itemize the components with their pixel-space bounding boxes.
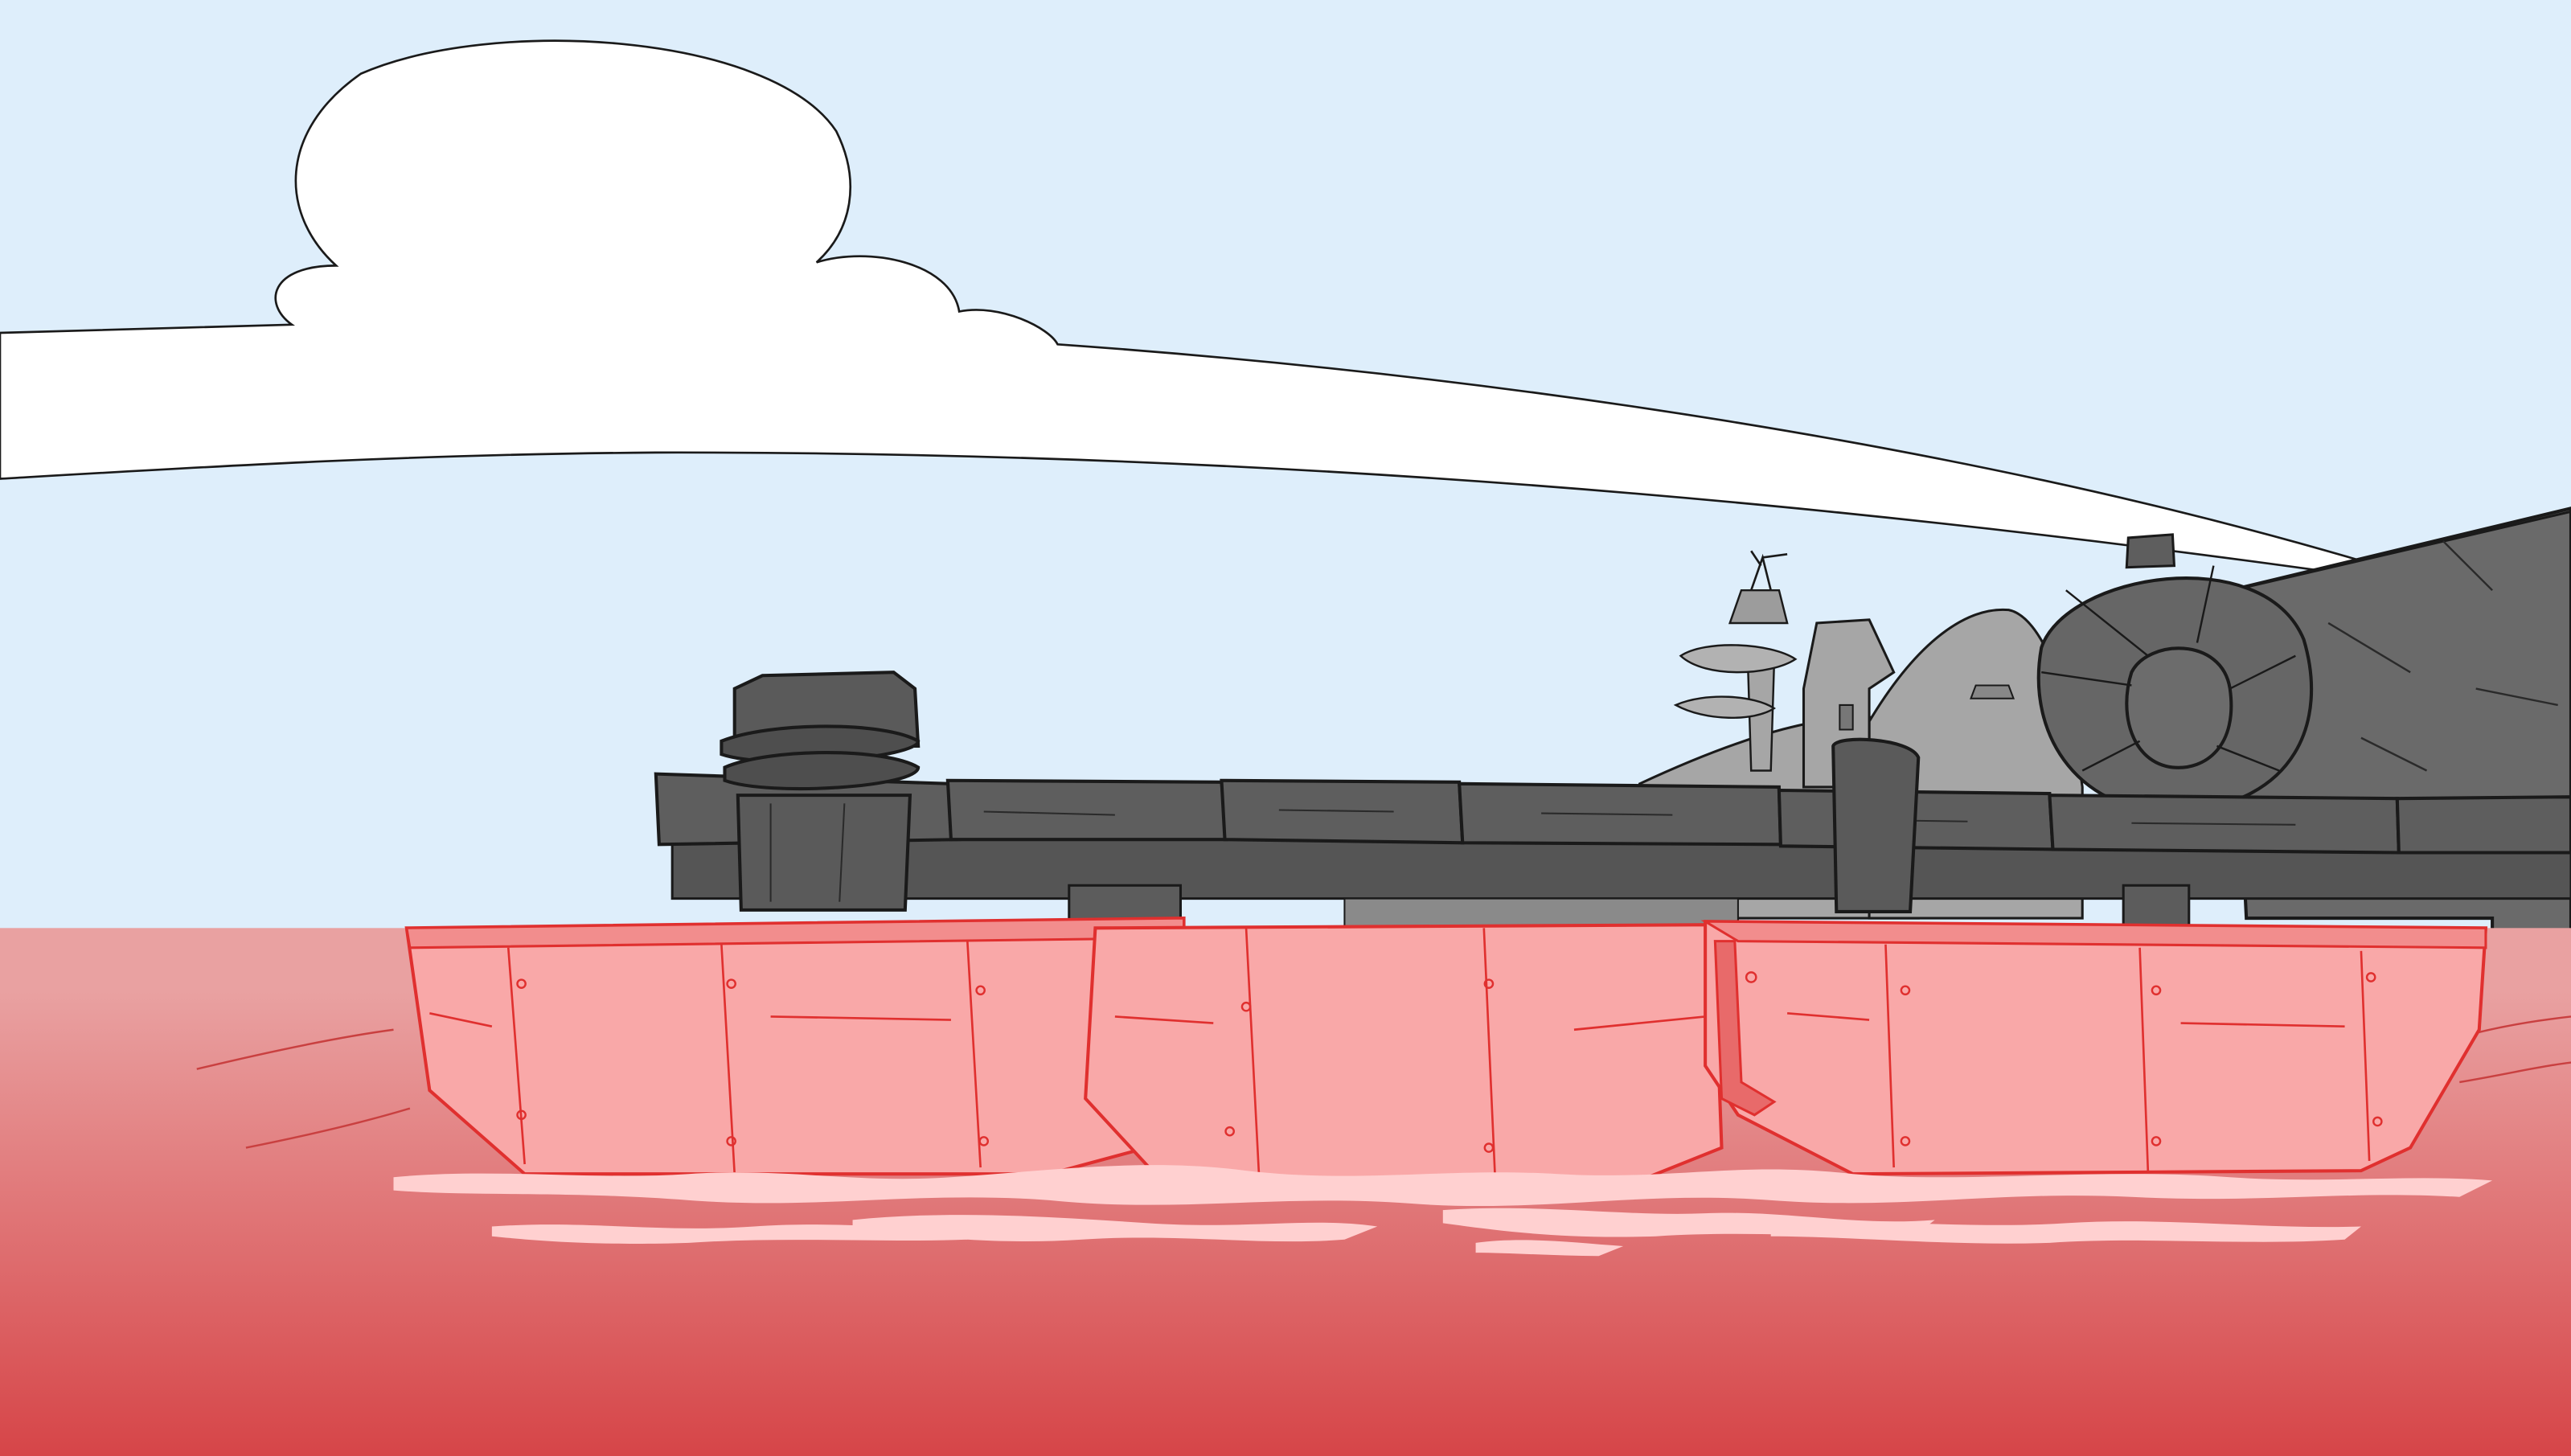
boat-right	[1700, 920, 2488, 1176]
boat-left	[404, 917, 1186, 1176]
dock	[654, 671, 2571, 936]
boat-middle	[1084, 923, 1724, 1186]
cloud	[0, 39, 2571, 608]
wave-lines	[196, 1015, 2571, 1149]
boulder	[2036, 533, 2314, 814]
foam	[393, 1165, 2493, 1257]
island	[2228, 507, 2571, 1456]
